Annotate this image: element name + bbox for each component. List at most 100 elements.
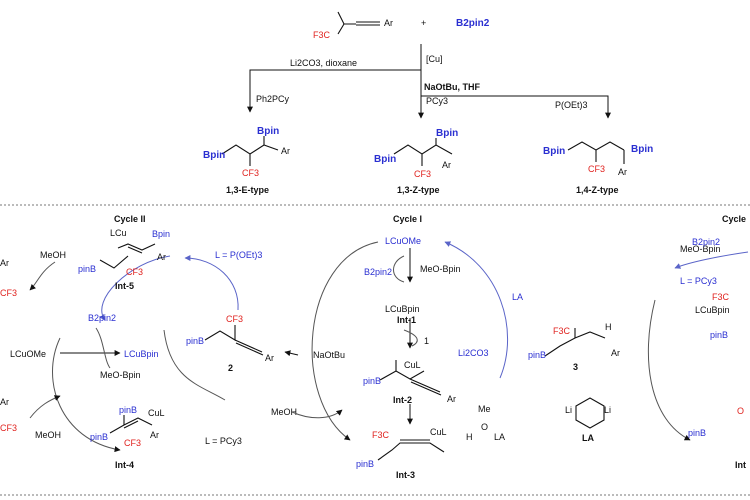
product-14z-ar: Ar (618, 167, 627, 177)
product-13e: Bpin Bpin CF3 Ar 1,3-E-type (203, 126, 290, 195)
cycle3-lcubpin: LCuBpin (695, 305, 730, 315)
cycle2-int4-cf3: CF3 (124, 438, 141, 448)
cycle2-left-ar: Ar (0, 258, 9, 268)
cycle2-meoh: MeOH (40, 250, 66, 260)
cu-catalyst: [Cu] (426, 54, 443, 64)
cycle3-lpcy: L = PCy3 (680, 276, 717, 286)
mid-ligand: PCy3 (426, 96, 448, 106)
cycle3-meobpin: MeO-Bpin (680, 244, 721, 254)
la-complex-h: H (466, 432, 473, 442)
product-14z-cf3: CF3 (588, 164, 605, 174)
cycle2-int5-label: Int-5 (115, 281, 134, 291)
compound-3-f3c: F3C (553, 326, 571, 336)
cycle2-int4-label: Int-4 (115, 460, 134, 470)
product-13e-bpin-top: Bpin (257, 126, 279, 137)
cycle1-int2-ar: Ar (447, 394, 456, 404)
cycle2-b2pin2: B2pin2 (88, 313, 116, 323)
plus-sign: + (421, 18, 426, 28)
cycle2-b2pin2-curl (95, 327, 111, 369)
cycle2-int5-cf3: CF3 (126, 267, 143, 277)
product-14z-label: 1,4-Z-type (576, 185, 619, 195)
compound-2-cf3: CF3 (226, 314, 243, 324)
cycle2-left-cf3: CF3 (0, 288, 17, 298)
cycle2-meoh-arrow (29, 261, 56, 291)
cycle2-upper-right-arc (184, 255, 239, 311)
product-13z-cf3: CF3 (414, 169, 431, 179)
cycle3-left-arc (647, 299, 691, 441)
product-13z-bpin-left: Bpin (374, 154, 396, 165)
cycle2-left-ar2: Ar (0, 397, 9, 407)
cycle1-b2pin2: B2pin2 (364, 267, 392, 277)
cycle1-int2-label: Int-2 (393, 395, 412, 405)
product-13z-ar: Ar (442, 160, 451, 170)
compound-2-label: 2 (228, 363, 233, 373)
cycle2-int5-bpin: Bpin (152, 229, 170, 239)
cycle2-int5-ar: Ar (157, 252, 166, 262)
cycle1-int3-label: Int-3 (396, 470, 415, 480)
compound-2-pinb: pinB (186, 336, 204, 346)
cycle2-l-pcy: L = PCy3 (205, 436, 242, 446)
cycle2-int5: LCu Bpin Ar pinB CF3 Int-5 (78, 228, 170, 291)
product-14z-bpin-top: Bpin (631, 144, 653, 155)
left-conditions: Li2CO3, dioxane (290, 58, 357, 68)
cycle2-sub-arrow (284, 350, 299, 357)
product-14z-bpin-left: Bpin (543, 146, 565, 157)
cycle1-title: Cycle I (393, 214, 422, 224)
cycle2-l-poet: L = P(OEt)3 (215, 250, 262, 260)
cycle2-left-arc (52, 337, 121, 453)
cycle1-sub1: 1 (424, 336, 429, 346)
cycle1-int3-f3c: F3C (372, 430, 390, 440)
cycle1-la: LA (512, 292, 523, 302)
cycle2-int4-ar: Ar (150, 430, 159, 440)
product-13e-bpin-left: Bpin (203, 150, 225, 161)
cycle2-int4-pinb: pinB (119, 405, 137, 415)
substrate-ar: Ar (384, 18, 393, 28)
cycle3-o: O (737, 406, 744, 416)
cycle1-int3-cul: CuL (430, 427, 447, 437)
compound-2-ar: Ar (265, 353, 274, 363)
base-conditions: NaOtBu, THF (424, 82, 480, 92)
product-13z-label: 1,3-Z-type (397, 185, 440, 195)
cycle2-int4-cul: CuL (148, 408, 165, 418)
cycle2-int4-pinb2: pinB (90, 432, 108, 442)
cycle3-int: Int (735, 460, 746, 470)
cycle2-lcubpin: LCuBpin (124, 349, 159, 359)
cycle2-int5-lcu: LCu (110, 228, 127, 238)
cycle1-naotbu: NaOtBu (313, 350, 345, 360)
cycle3-top-arc (674, 251, 749, 269)
left-branch-arrow (247, 69, 421, 113)
cycle1-right-arc (444, 241, 508, 379)
li2co3-li-left: Li (565, 405, 572, 415)
cycle1-la-complex: Me H O LA (466, 404, 505, 442)
cycle1-li2co3: Li2CO3 (458, 348, 489, 358)
li2co3-structure: Li Li LA (565, 397, 611, 443)
cycle1-meoh-arrow (291, 409, 343, 419)
cycle2-int4: pinB CuL Ar pinB CF3 Int-4 (90, 405, 165, 470)
cycle1-lcuome: LCuOMe (385, 236, 421, 246)
cycle2-right-arc (163, 329, 226, 401)
cycle3-f3c: F3C (712, 292, 730, 302)
compound-3: F3C H pinB Ar 3 (528, 322, 620, 372)
cycle1-int2-pinb: pinB (363, 376, 381, 386)
cycle1-int2: pinB CuL Ar Int-2 (363, 360, 456, 405)
cycle3-b2pin2: B2pin2 (692, 237, 720, 247)
compound-3-pinb: pinB (528, 350, 546, 360)
cycle2-lcuome: LCuOMe (10, 349, 46, 359)
compound-3-ar: Ar (611, 348, 620, 358)
cycle1-meobpin: MeO-Bpin (420, 264, 461, 274)
cycle1-b2pin2-curl (393, 255, 405, 283)
product-13z-bpin-top: Bpin (436, 128, 458, 139)
right-ligand: P(OEt)3 (555, 100, 588, 110)
substrate-cf3: F3C (313, 30, 331, 40)
cycle2-meoh2: MeOH (35, 430, 61, 440)
substrate: F3C Ar (313, 11, 393, 40)
product-13e-ar: Ar (281, 146, 290, 156)
cycle1-int3: F3C CuL pinB Int-3 (356, 427, 447, 480)
la-complex-o: O (481, 422, 488, 432)
cycle2-meoh2-arrow (29, 395, 61, 419)
cycle1-meoh: MeOH (271, 407, 297, 417)
cycle1-sub-curl (403, 329, 418, 347)
reagent-b2pin2: B2pin2 (456, 18, 490, 29)
cycle2-int5-pinb: pinB (78, 264, 96, 274)
